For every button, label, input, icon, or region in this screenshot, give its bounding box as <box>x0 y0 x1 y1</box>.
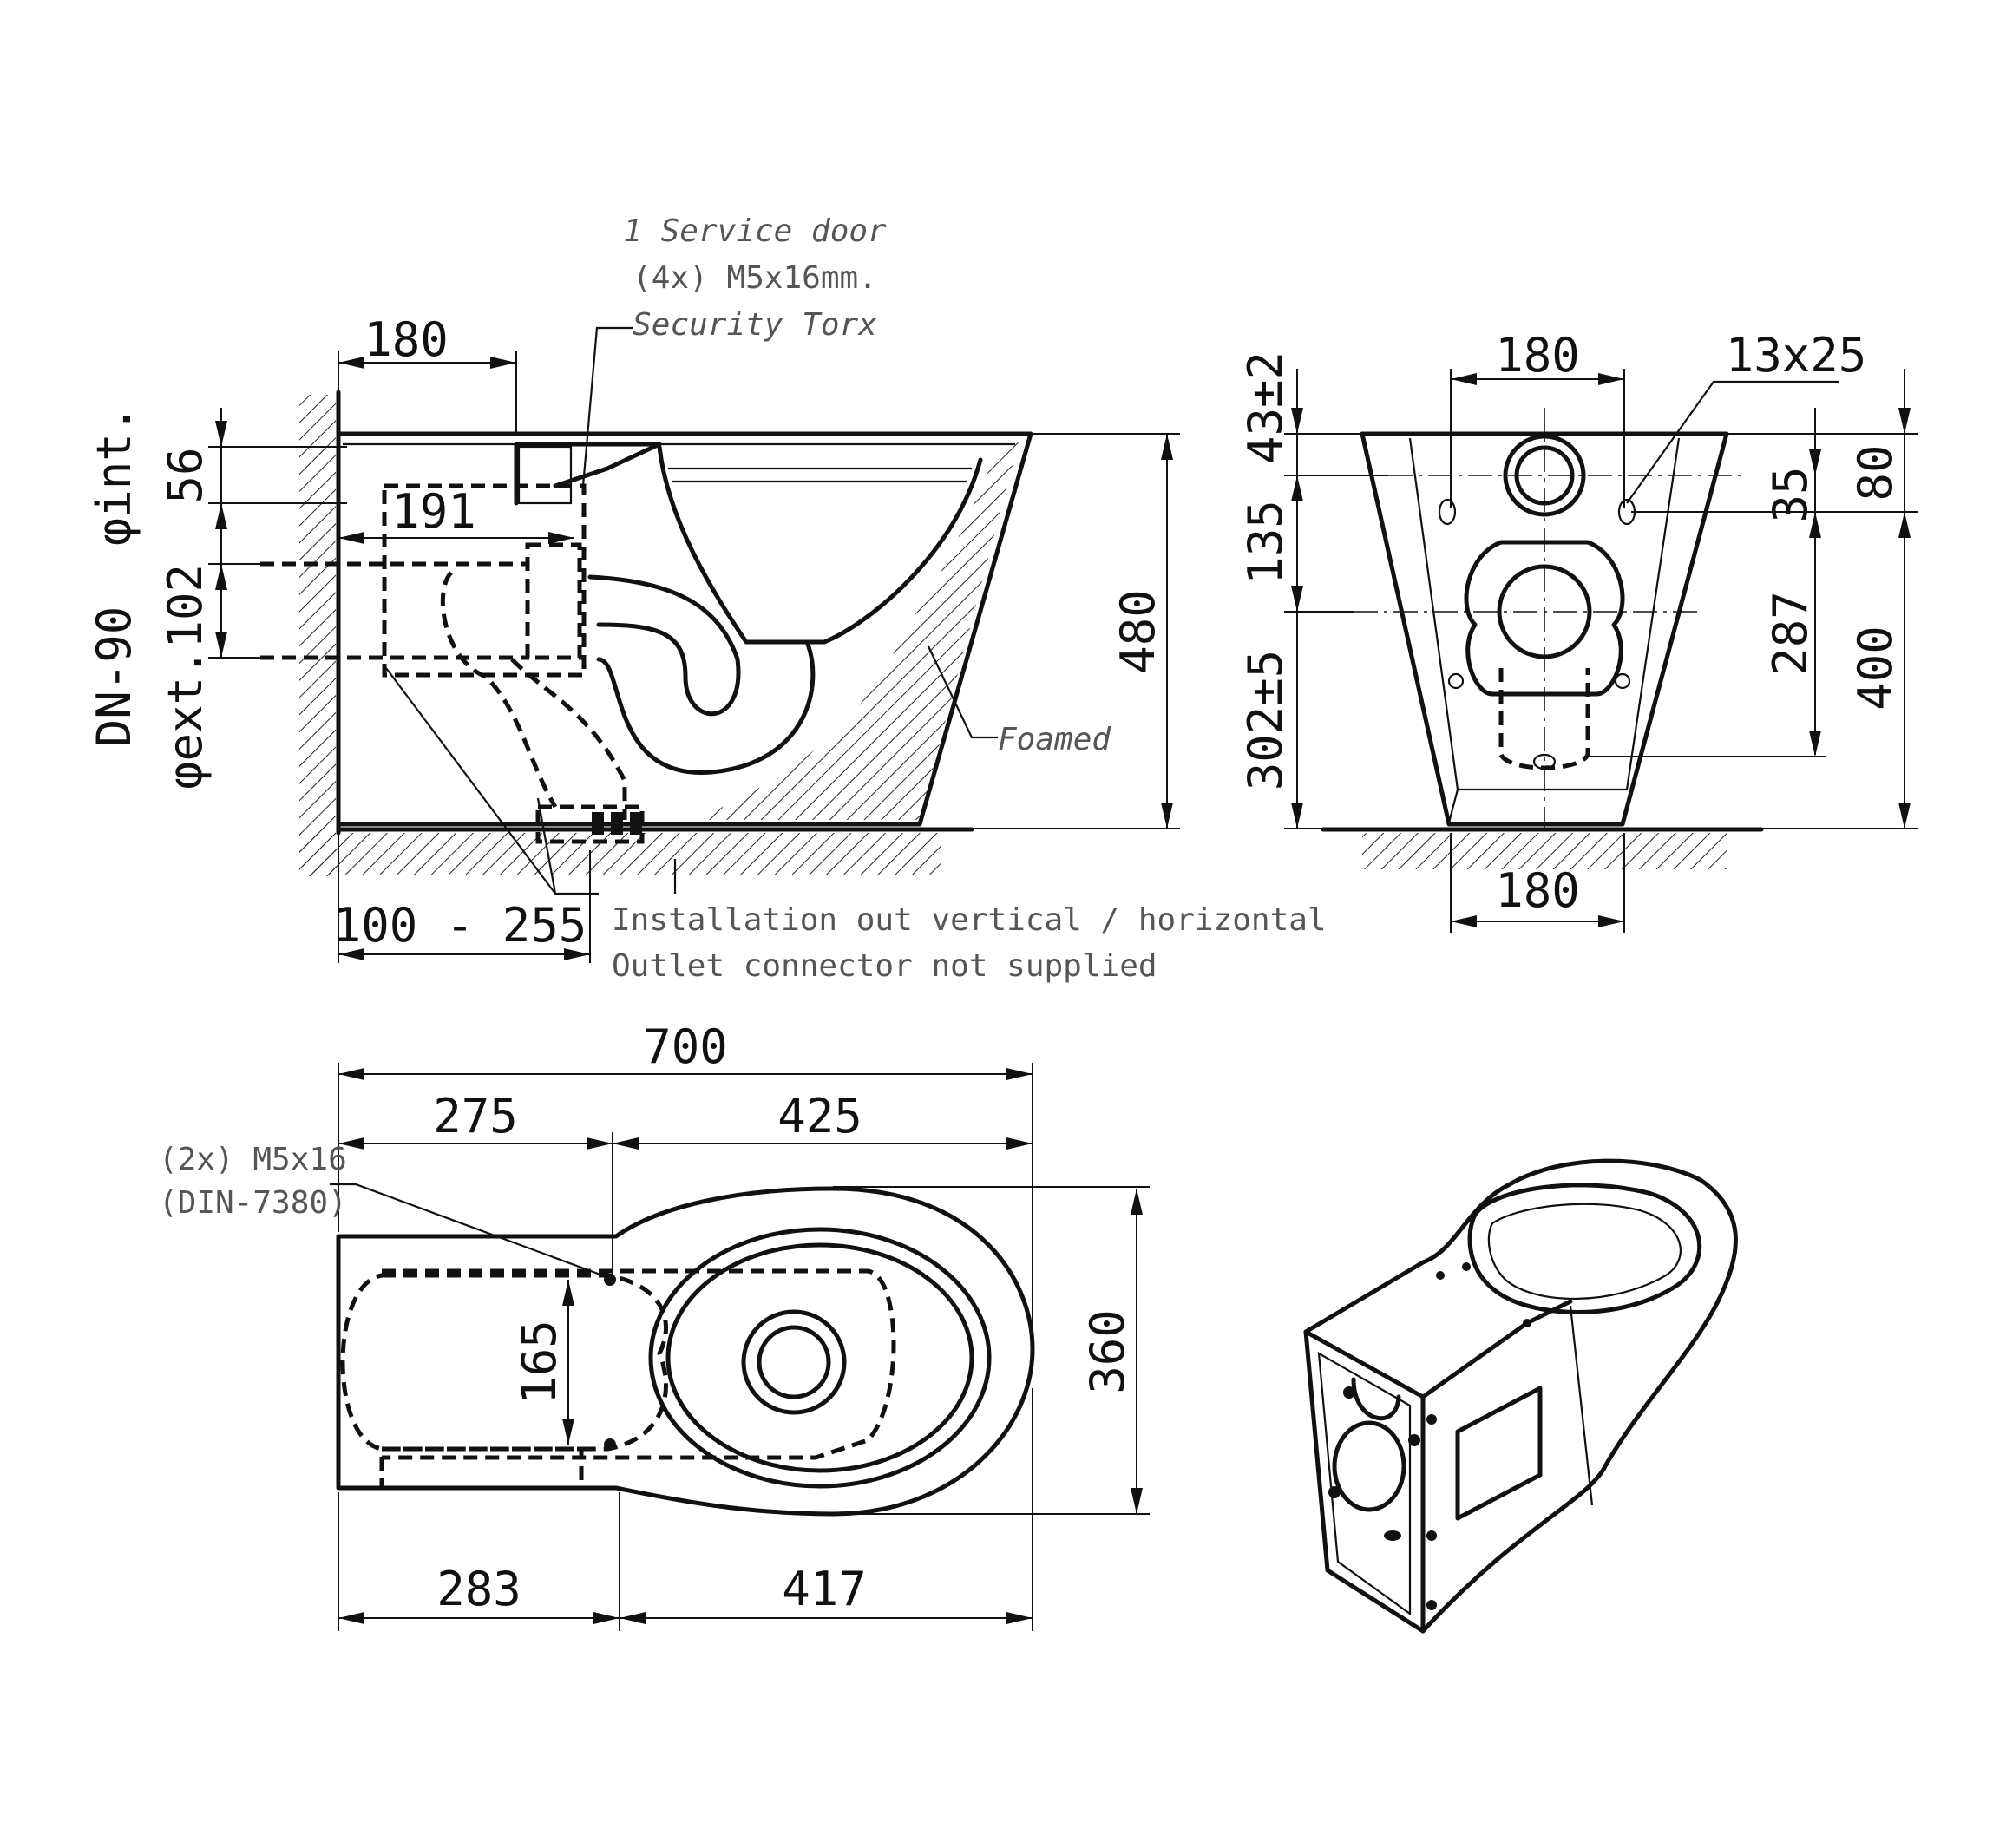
rear-dim-287: 287 <box>1763 591 1818 676</box>
dim-180-top: 180 <box>364 312 449 367</box>
rear-outlet <box>1464 540 1625 697</box>
dim-dn90: DN-90 <box>87 606 141 748</box>
iso-service-panel <box>1455 1386 1543 1521</box>
wall-hatch <box>299 395 336 876</box>
top-outline <box>336 1186 1035 1517</box>
rear-dim-180-bottom: 180 <box>1495 863 1580 918</box>
rear-dim-400: 400 <box>1848 626 1903 711</box>
rear-dim-35: 35 <box>1763 466 1818 522</box>
top-outlet-outer <box>741 1309 847 1415</box>
side-view: 180 191 480 100 - 255 56 φint. φext.102 <box>87 213 1327 984</box>
body-outline <box>336 431 1033 827</box>
hidden-connector <box>525 542 582 660</box>
dim-100-255: 100 - 255 <box>333 898 587 953</box>
rear-dim-43: 43±2 <box>1238 351 1293 464</box>
hidden-inlet <box>260 561 529 660</box>
note-installation: Installation out vertical / horizontal <box>612 902 1327 938</box>
note-m5x16-2x: (2x) M5x16 <box>159 1142 347 1177</box>
top-dim-425: 425 <box>777 1089 862 1144</box>
dim-480: 480 <box>1111 589 1165 674</box>
top-dim-283: 283 <box>436 1562 521 1616</box>
bowl-outline <box>657 444 983 645</box>
note-security-torx: Security Torx <box>633 307 877 343</box>
top-dim-700: 700 <box>643 1019 728 1074</box>
trap-inner <box>587 574 741 717</box>
rear-view: 180 13x25 43±2 135 302±5 35 287 80 400 <box>1238 328 1918 933</box>
iso-bowl-rim <box>1467 1183 1701 1314</box>
rear-outline <box>1360 431 1729 827</box>
top-dim-165: 165 <box>512 1320 567 1405</box>
note-din-7380: (DIN-7380) <box>159 1185 347 1221</box>
rear-dim-180-top: 180 <box>1495 328 1580 383</box>
top-view: 700 275 425 165 360 283 417 <box>159 1019 1150 1631</box>
top-dim-275: 275 <box>433 1089 518 1144</box>
floor-hatch <box>299 833 941 875</box>
isometric-view <box>1303 1158 1738 1634</box>
rear-inlet <box>1503 434 1586 517</box>
dim-phi-int: φint. <box>87 405 141 547</box>
top-bowl-outer <box>648 1227 992 1489</box>
iso-outlet-hole <box>1332 1420 1406 1512</box>
dim-56: 56 <box>158 447 213 503</box>
rear-dim-302: 302±5 <box>1238 650 1293 791</box>
rear-dim-13x25: 13x25 <box>1726 328 1867 383</box>
top-dim-360: 360 <box>1080 1309 1135 1394</box>
iso-outline <box>1303 1158 1738 1634</box>
note-foamed: Foamed <box>998 722 1111 757</box>
note-outlet: Outlet connector not supplied <box>612 948 1157 984</box>
iso-back-face <box>1303 1329 1426 1634</box>
trap-outer <box>596 639 816 775</box>
dim-191: 191 <box>391 484 476 539</box>
top-hidden-tank <box>340 1273 668 1452</box>
note-service-door: 1 Service door <box>623 213 887 249</box>
rear-dim-135: 135 <box>1238 500 1293 585</box>
dim-phi-ext102: φext.102 <box>158 564 213 790</box>
rear-dim-80: 80 <box>1848 444 1903 501</box>
top-dim-417: 417 <box>782 1562 867 1616</box>
foamed-hatch <box>694 438 1019 820</box>
note-screws-4x: (4x) M5x16mm. <box>633 260 877 296</box>
